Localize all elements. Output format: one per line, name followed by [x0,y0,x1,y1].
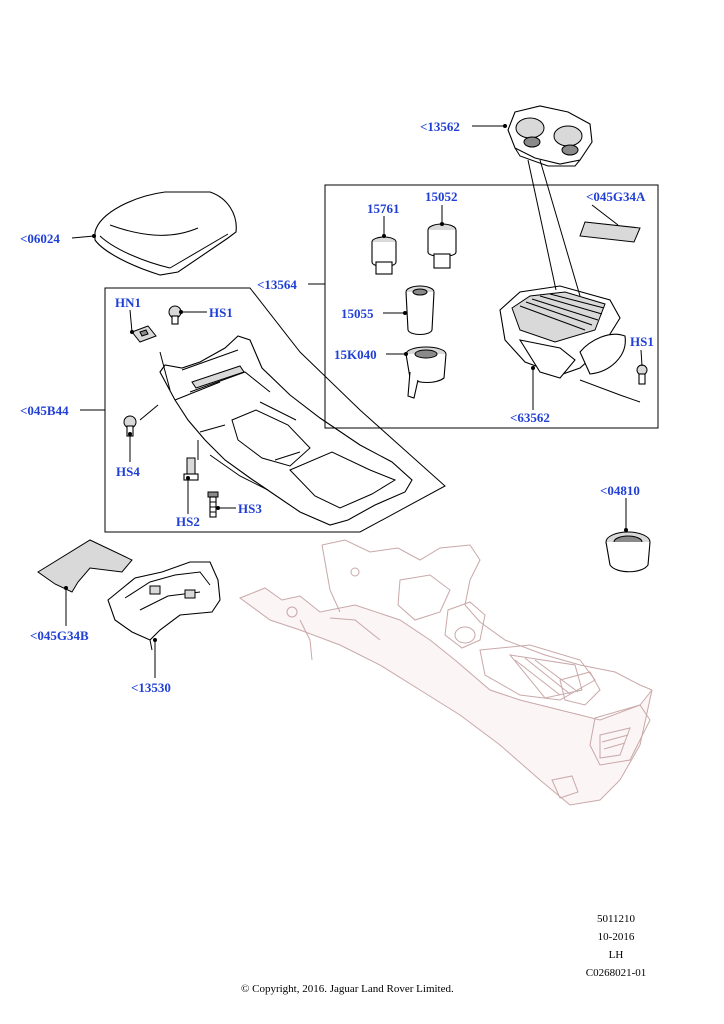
diagram-date: 10-2016 [597,931,635,943]
part-045G34B[interactable] [37,539,133,593]
armrest-part[interactable] [94,191,237,276]
hs1-screw-right[interactable] [636,364,648,385]
callout-HS1-top[interactable]: HS1 [209,305,233,320]
callout-15761[interactable]: 15761 [367,201,400,216]
callout-045G34B[interactable]: <045G34B [30,628,89,643]
hs3-screw[interactable] [207,491,219,518]
callout-HS4[interactable]: HS4 [116,464,140,479]
hs2-bolt[interactable] [183,457,199,481]
diagram-code: 5011210 [596,913,636,925]
callout-13530[interactable]: <13530 [131,680,171,695]
callout-15055[interactable]: 15055 [341,306,374,321]
console-assembly-ghost [238,539,653,806]
callout-13564[interactable]: <13564 [257,277,297,292]
callout-63562[interactable]: <63562 [510,410,550,425]
bracket-13530[interactable] [107,561,221,651]
pad-045G34A[interactable] [579,221,641,243]
callout-13562[interactable]: <13562 [420,119,460,134]
diagram-side: LH [608,949,624,961]
callout-HS1-right[interactable]: HS1 [630,334,654,349]
callout-HN1[interactable]: HN1 [115,295,141,310]
callout-15K040[interactable]: 15K040 [334,347,377,362]
hs1-screw-top[interactable] [168,305,182,325]
callout-045B44[interactable]: <045B44 [20,403,69,418]
console-top-panel[interactable] [159,335,413,526]
hn1-clip[interactable] [131,325,157,343]
part-15052[interactable] [427,223,457,269]
part-15761[interactable] [371,236,397,275]
panel-group-border [104,287,446,533]
part-15K040[interactable] [405,346,447,399]
tray-63562[interactable] [499,285,641,403]
callout-04810[interactable]: <04810 [600,483,640,498]
callout-06024[interactable]: <06024 [20,231,60,246]
cupholder-top-part[interactable] [507,105,593,167]
part-15055[interactable] [405,285,435,336]
callout-HS2[interactable]: HS2 [176,514,200,529]
leader-lines [64,124,643,678]
callout-HS3[interactable]: HS3 [238,501,262,516]
callout-15052[interactable]: 15052 [425,189,458,204]
copyright-notice: © Copyright, 2016. Jaguar Land Rover Lim… [241,983,454,995]
callout-045G34A[interactable]: <045G34A [586,189,646,204]
drawing-number: C0268021-01 [585,967,647,979]
part-04810[interactable] [605,531,651,573]
